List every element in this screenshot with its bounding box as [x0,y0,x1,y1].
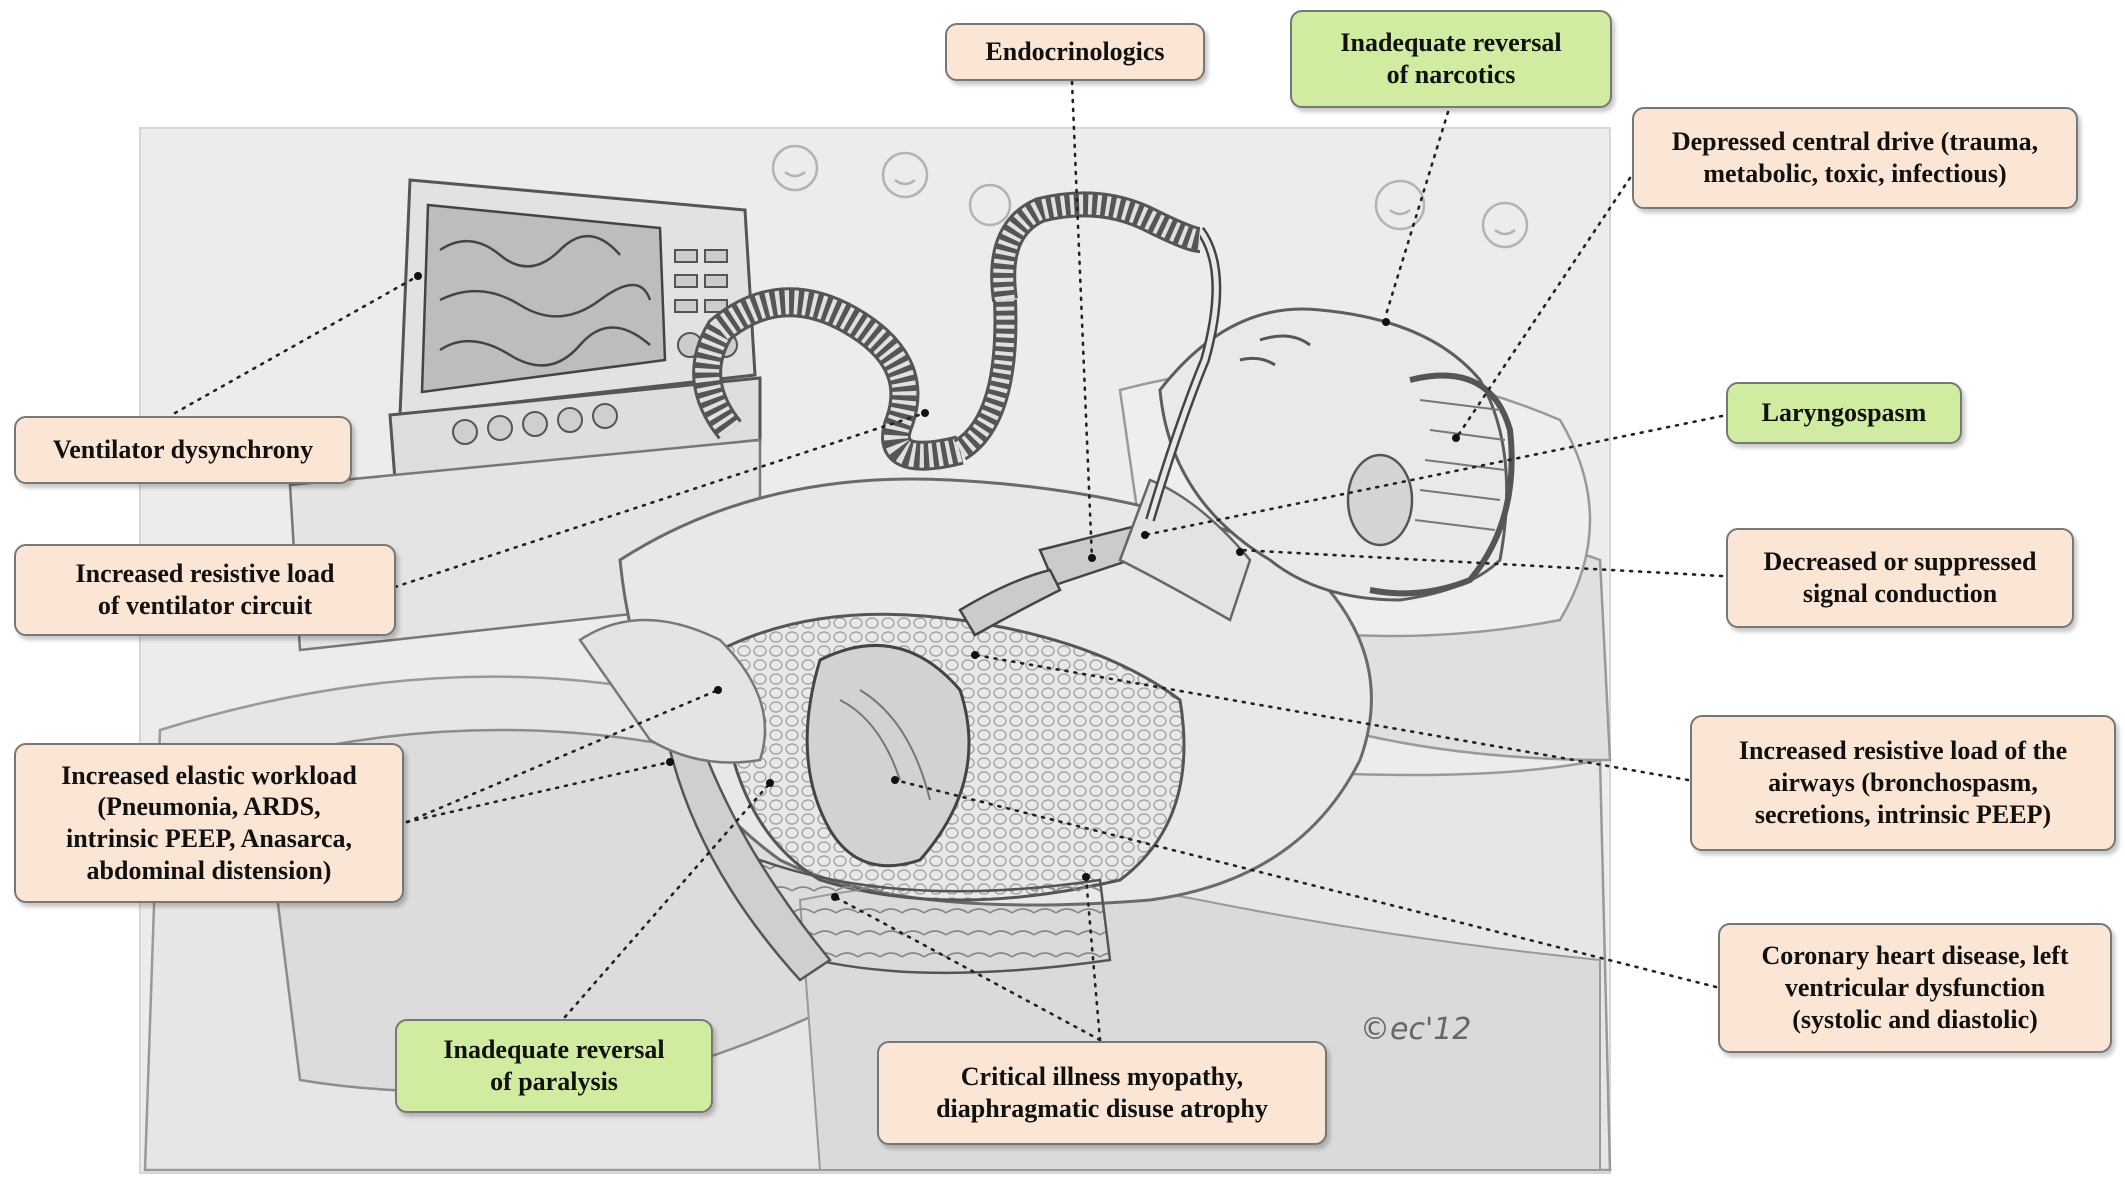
label-inadequate-reversal-paralysis: Inadequate reversalof paralysis [395,1019,713,1113]
label-endocrinologics: Endocrinologics [945,23,1205,81]
label-decreased-signal-conduction: Decreased or suppressedsignal conduction [1726,528,2074,628]
label-increased-resistive-load-airways: Increased resistive load of theairways (… [1690,715,2116,851]
label-laryngospasm: Laryngospasm [1726,382,1962,444]
artist-signature: ©ec'12 [1360,1012,1471,1047]
label-inadequate-reversal-narcotics: Inadequate reversalof narcotics [1290,10,1612,108]
label-increased-resistive-load-circuit: Increased resistive loadof ventilator ci… [14,544,396,636]
label-increased-elastic-workload: Increased elastic workload(Pneumonia, AR… [14,743,404,903]
label-coronary-heart-disease: Coronary heart disease, leftventricular … [1718,923,2112,1053]
label-critical-illness-myopathy: Critical illness myopathy,diaphragmatic … [877,1041,1327,1145]
label-ventilator-dysynchrony: Ventilator dysynchrony [14,416,352,484]
label-depressed-central-drive: Depressed central drive (trauma,metaboli… [1632,107,2078,209]
